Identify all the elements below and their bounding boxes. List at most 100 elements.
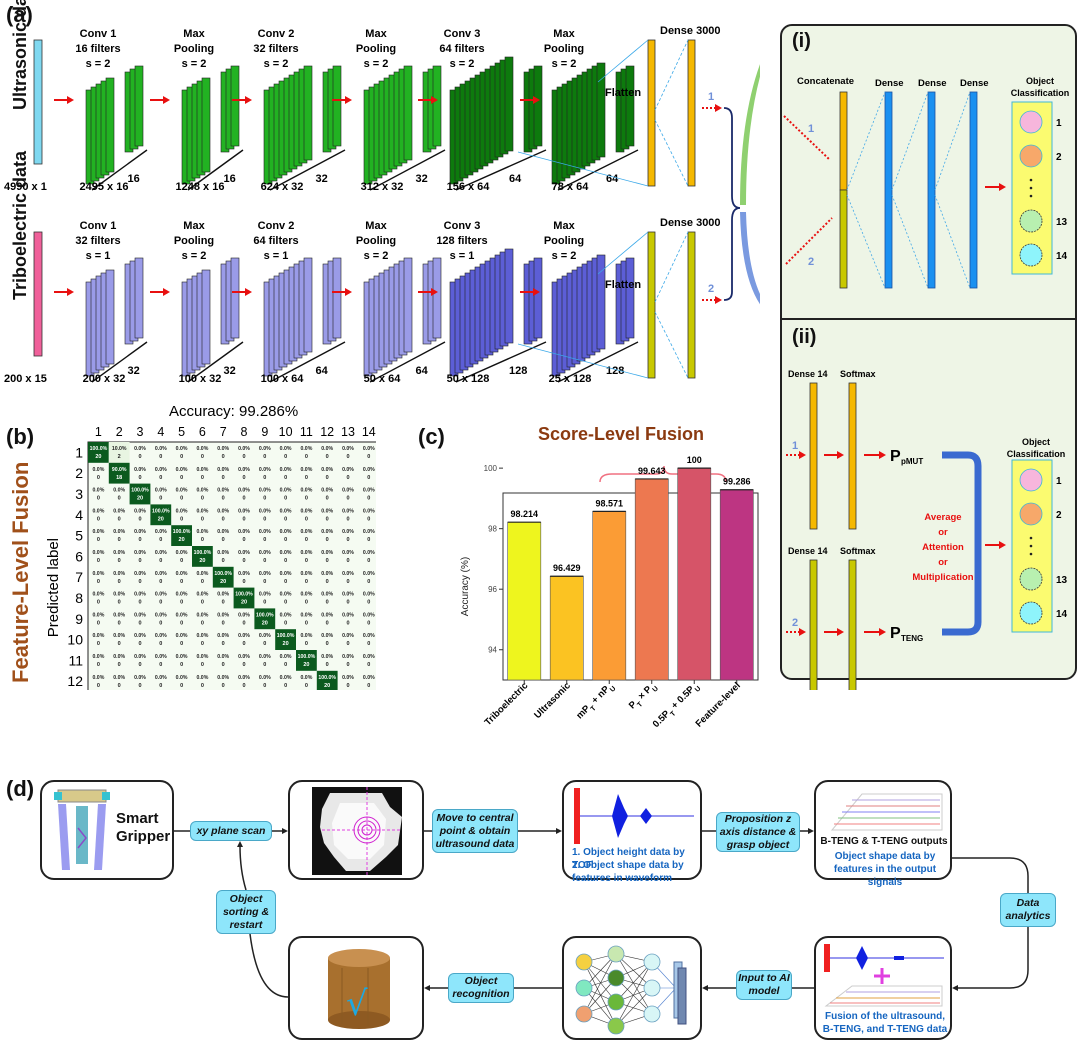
triboelectric-depth-label: 128 — [509, 365, 527, 377]
nn-node — [607, 993, 625, 1011]
ultrasonic-depth-label: 16 — [128, 173, 140, 185]
arrow-head — [702, 985, 708, 991]
cell-count: 0 — [222, 558, 225, 564]
cell-percent: 0.0% — [134, 654, 146, 660]
cell-count: 0 — [222, 516, 225, 522]
confusion-matrix: Accuracy: 99.286%True labelPredicted lab… — [45, 403, 376, 690]
cell-percent: 0.0% — [134, 675, 146, 681]
cell-percent: 0.0% — [155, 633, 167, 639]
cell-percent: 100.0% — [318, 675, 336, 681]
arrow-head — [424, 985, 430, 991]
x-category-label-part: Ultrasonic — [532, 680, 573, 721]
cell-percent: 0.0% — [92, 612, 104, 618]
cell-count: 0 — [222, 620, 225, 626]
cell-count: 0 — [346, 641, 349, 647]
triboelectric-stage-detail: Pooling — [356, 235, 396, 247]
y-tick-label: 6 — [75, 548, 83, 564]
feature-level-fusion-title: Feature-Level Fusion — [8, 461, 33, 683]
cell-percent: 0.0% — [92, 675, 104, 681]
ellipsis-dot — [1029, 186, 1033, 190]
class-node-2 — [1019, 144, 1043, 168]
cell-count: 0 — [263, 454, 266, 460]
bar-0 — [507, 521, 542, 681]
dense-connection — [654, 119, 689, 187]
class-label-2: 2 — [1056, 152, 1062, 163]
cell-percent: 0.0% — [217, 508, 229, 514]
cell-percent: 0.0% — [113, 529, 125, 535]
nn-edge — [583, 961, 617, 1003]
ultrasonic-stage-stride: s = 2 — [182, 58, 207, 70]
input-2-label: 2 — [808, 256, 814, 268]
ultrasonic-depth-label: 64 — [509, 173, 522, 185]
cell-count: 0 — [118, 641, 121, 647]
ultrasonic-feature-map-slice — [303, 65, 313, 161]
cell-percent: 0.0% — [238, 612, 250, 618]
ultrasonic-stage-stride: s = 2 — [552, 58, 577, 70]
arrow-head — [799, 451, 806, 459]
cell-percent: 10.0% — [112, 446, 127, 452]
cell-percent: 0.0% — [113, 488, 125, 494]
ultrasonic-flatten-label: Flatten — [605, 87, 641, 99]
ultrasonic-stage-detail: 32 filters — [253, 43, 298, 55]
ellipsis-dot — [1029, 552, 1033, 556]
red-arrow-head — [67, 96, 74, 104]
cell-percent: 0.0% — [280, 612, 292, 618]
cell-count: 20 — [324, 683, 330, 689]
gripper-label: Smart Gripper — [116, 810, 171, 845]
cell-percent: 0.0% — [113, 592, 125, 598]
cell-percent: 0.0% — [342, 508, 354, 514]
cell-percent: 0.0% — [321, 633, 333, 639]
concat-lower-segment — [839, 189, 848, 289]
cell-percent: 0.0% — [363, 654, 375, 660]
cell-percent: 0.0% — [113, 508, 125, 514]
cell-count: 0 — [305, 558, 308, 564]
triboelectric-input-dim: 200 x 15 — [4, 373, 47, 385]
y-tick-label: 3 — [75, 486, 83, 502]
cell-percent: 0.0% — [300, 467, 312, 473]
cell-count: 0 — [284, 475, 287, 481]
red-arrow-head — [431, 96, 438, 104]
fusion-op-label: Multiplication — [912, 572, 973, 583]
cell-count: 0 — [242, 516, 245, 522]
cell-percent: 0.0% — [280, 592, 292, 598]
cell-percent: 0.0% — [134, 467, 146, 473]
fused-signals-plot — [824, 944, 944, 1007]
cell-count: 0 — [180, 600, 183, 606]
cell-count: 0 — [242, 662, 245, 668]
cell-count: 0 — [222, 641, 225, 647]
x-category-label: PT × PU — [627, 680, 660, 713]
cell-count: 0 — [284, 662, 287, 668]
score-fusion-brace — [599, 465, 727, 483]
cell-percent: 0.0% — [300, 612, 312, 618]
ultrasonic-depth-label: 16 — [224, 173, 236, 185]
cell-percent: 0.0% — [196, 508, 208, 514]
x-category-label-part: 0.5P — [651, 708, 673, 730]
cell-count: 0 — [242, 537, 245, 543]
ultrasonic-output-dim: 78 x 64 — [552, 181, 590, 193]
nn-node — [607, 969, 625, 987]
cell-count: 20 — [303, 662, 309, 668]
cell-percent: 100.0% — [194, 550, 212, 556]
ultrasonic-depth-label: 64 — [606, 173, 619, 185]
ultrasound-waveform-plot — [574, 788, 694, 844]
cell-count: 0 — [138, 537, 141, 543]
softmax-bar — [848, 382, 857, 530]
step-input-to-ai-model: Input to AI model — [736, 970, 792, 1000]
cell-percent: 0.0% — [217, 550, 229, 556]
cell-count: 0 — [263, 496, 266, 502]
cell-percent: 0.0% — [238, 675, 250, 681]
y-tick-label: 7 — [75, 569, 83, 585]
projection-line — [597, 231, 649, 275]
cell-percent: 0.0% — [155, 446, 167, 452]
ultrasonic-dense-bar — [687, 39, 696, 187]
arrow-head — [952, 985, 958, 991]
matrix-cell — [233, 587, 255, 609]
cell-percent: 0.0% — [92, 550, 104, 556]
x-category-label-part: + 0.5P — [668, 683, 698, 713]
class-label-13: 13 — [1056, 217, 1068, 228]
ultrasonic-output-dim: 312 x 32 — [361, 181, 404, 193]
cell-count: 0 — [305, 641, 308, 647]
class-label-1: 1 — [1056, 476, 1062, 487]
